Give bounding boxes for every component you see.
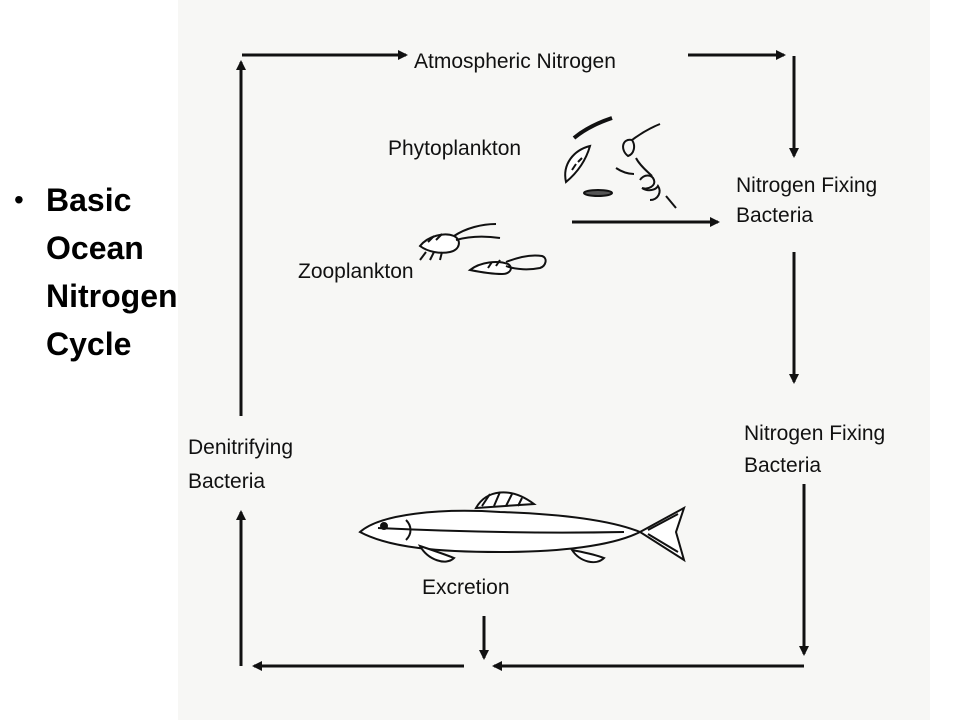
bullet-line-1: Basic	[46, 182, 132, 218]
phytoplankton-illustration	[564, 116, 677, 209]
label-denitrifying-2: Bacteria	[188, 470, 265, 493]
label-phytoplankton: Phytoplankton	[388, 137, 521, 160]
bullet-item: • Basic Ocean Nitrogen Cycle	[14, 176, 186, 368]
label-excretion: Excretion	[422, 576, 510, 599]
bullet-text: Basic Ocean Nitrogen Cycle	[46, 176, 178, 368]
label-denitrifying-1: Denitrifying	[188, 436, 293, 459]
label-nitrogen-fixing-bottom-2: Bacteria	[744, 454, 821, 477]
slide-title-bullet: • Basic Ocean Nitrogen Cycle	[14, 176, 186, 368]
bullet-line-4: Cycle	[46, 326, 132, 362]
bullet-line-3: Nitrogen	[46, 278, 178, 314]
label-nitrogen-fixing-top-1: Nitrogen Fixing	[736, 174, 877, 197]
label-zooplankton: Zooplankton	[298, 260, 414, 283]
zooplankton-illustration	[418, 223, 547, 276]
bullet-dot-icon: •	[14, 184, 24, 215]
fish-illustration	[358, 491, 686, 564]
label-nitrogen-fixing-top-2: Bacteria	[736, 204, 813, 227]
label-atmospheric-nitrogen: Atmospheric Nitrogen	[414, 50, 616, 73]
label-nitrogen-fixing-bottom-1: Nitrogen Fixing	[744, 422, 885, 445]
bullet-line-2: Ocean	[46, 230, 144, 266]
